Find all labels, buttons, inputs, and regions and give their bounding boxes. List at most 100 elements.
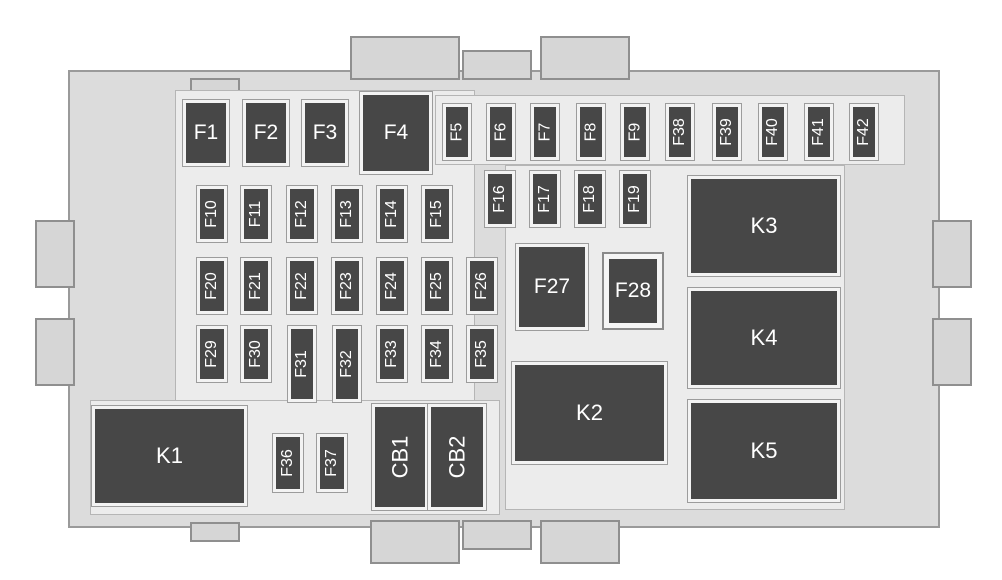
fuse-f19-label: F19 (626, 185, 644, 213)
fuse-f3-label: F3 (312, 121, 338, 144)
fuse-f34: F34 (422, 326, 452, 382)
fuse-f26-label: F26 (473, 272, 491, 300)
fuse-f23-label: F23 (338, 272, 356, 300)
fuse-f20: F20 (197, 258, 227, 314)
fuse-f31: F31 (288, 326, 316, 402)
fuse-f28-label: F28 (614, 279, 652, 302)
fuse-f22-label: F22 (293, 272, 311, 300)
bottom-connector-left (370, 520, 460, 564)
fuse-f14: F14 (377, 186, 407, 242)
relay-k5: K5 (688, 400, 840, 502)
fuse-f21: F21 (241, 258, 271, 314)
fuse-f6: F6 (487, 104, 515, 160)
fuse-f22: F22 (287, 258, 317, 314)
top-connector-right (540, 36, 630, 80)
fuse-f27: F27 (516, 244, 588, 330)
fuse-f9-label: F9 (625, 122, 643, 142)
fuse-f12-label: F12 (293, 200, 311, 228)
fuse-f11-label: F11 (247, 200, 265, 228)
right-mount-tab-lower (932, 318, 972, 386)
fuse-f41-label: F41 (810, 118, 828, 146)
bottom-clip-left (190, 522, 240, 542)
fuse-f15-label: F15 (428, 200, 446, 228)
fuse-f20-label: F20 (203, 272, 221, 300)
top-connector-left (350, 36, 460, 80)
relay-k4: K4 (688, 288, 840, 388)
circuit-breaker-cb2-label: CB2 (443, 435, 469, 479)
fuse-f16-label: F16 (491, 185, 509, 213)
fuse-f5-label: F5 (447, 122, 465, 142)
fuse-f29: F29 (197, 326, 227, 382)
fuse-f14-label: F14 (383, 200, 401, 228)
fuse-f6-label: F6 (491, 122, 509, 142)
fuse-f25-label: F25 (428, 272, 446, 300)
fuse-f13-label: F13 (338, 200, 356, 228)
fuse-f24-label: F24 (383, 272, 401, 300)
fuse-f36: F36 (273, 434, 303, 492)
fuse-f28: F28 (604, 254, 662, 328)
fuse-f31-label: F31 (293, 350, 311, 378)
relay-k1-label: K1 (156, 443, 183, 468)
fuse-f40-label: F40 (764, 118, 782, 146)
fuse-f38: F38 (666, 104, 694, 160)
fuse-f16: F16 (485, 171, 515, 227)
right-mount-tab-upper (932, 220, 972, 288)
fuse-f4: F4 (360, 92, 432, 174)
relay-k2-label: K2 (576, 400, 603, 425)
fuse-f2-label: F2 (253, 121, 279, 144)
relay-k3-label: K3 (750, 213, 778, 238)
fuse-f10: F10 (197, 186, 227, 242)
relay-k2: K2 (512, 362, 667, 464)
fuse-f34-label: F34 (428, 340, 446, 368)
fuse-f9: F9 (621, 104, 649, 160)
fuse-f8: F8 (577, 104, 605, 160)
left-mount-tab-upper (35, 220, 75, 288)
fuse-f37-label: F37 (323, 449, 341, 477)
circuit-breaker-cb1-label: CB1 (386, 435, 412, 479)
fuse-f42-label: F42 (855, 118, 873, 146)
fuse-f24: F24 (377, 258, 407, 314)
fuse-f41: F41 (805, 104, 833, 160)
bottom-connector-right (540, 520, 620, 564)
fuse-f13: F13 (332, 186, 362, 242)
fuse-f8-label: F8 (581, 122, 599, 142)
relay-k4-label: K4 (750, 325, 778, 350)
fuse-f35-label: F35 (473, 340, 491, 368)
fuse-f39-label: F39 (718, 118, 736, 146)
fuse-f17: F17 (530, 171, 560, 227)
fuse-f21-label: F21 (247, 272, 265, 300)
top-connector-center (462, 50, 532, 80)
fuse-f30-label: F30 (247, 340, 265, 368)
fuse-f26: F26 (467, 258, 497, 314)
fuse-f23: F23 (332, 258, 362, 314)
fuse-f7-label: F7 (535, 122, 553, 142)
fuse-f2: F2 (243, 100, 289, 166)
fuse-f35: F35 (467, 326, 497, 382)
fuse-f33-label: F33 (383, 340, 401, 368)
fuse-f38-label: F38 (671, 118, 689, 146)
fuse-f29-label: F29 (203, 340, 221, 368)
fuse-f3: F3 (302, 100, 348, 166)
relay-k3: K3 (688, 176, 840, 276)
fuse-f10-label: F10 (203, 200, 221, 228)
bottom-connector-center (462, 520, 532, 550)
fuse-f1-label: F1 (193, 121, 219, 144)
fuse-f27-label: F27 (533, 275, 571, 298)
relay-k5-label: K5 (750, 438, 778, 463)
fuse-f36-label: F36 (279, 449, 297, 477)
fuse-f7: F7 (531, 104, 559, 160)
fuse-f30: F30 (241, 326, 271, 382)
fuse-f5: F5 (443, 104, 471, 160)
fuse-f19: F19 (620, 171, 650, 227)
relay-k1: K1 (92, 406, 247, 506)
fuse-f25: F25 (422, 258, 452, 314)
fuse-f1: F1 (183, 100, 229, 166)
fuse-f32: F32 (333, 326, 361, 402)
fuse-f12: F12 (287, 186, 317, 242)
fuse-f18-label: F18 (581, 185, 599, 213)
fuse-f42: F42 (850, 104, 878, 160)
left-mount-tab-lower (35, 318, 75, 386)
fuse-f39: F39 (713, 104, 741, 160)
fuse-f4-label: F4 (383, 121, 409, 144)
